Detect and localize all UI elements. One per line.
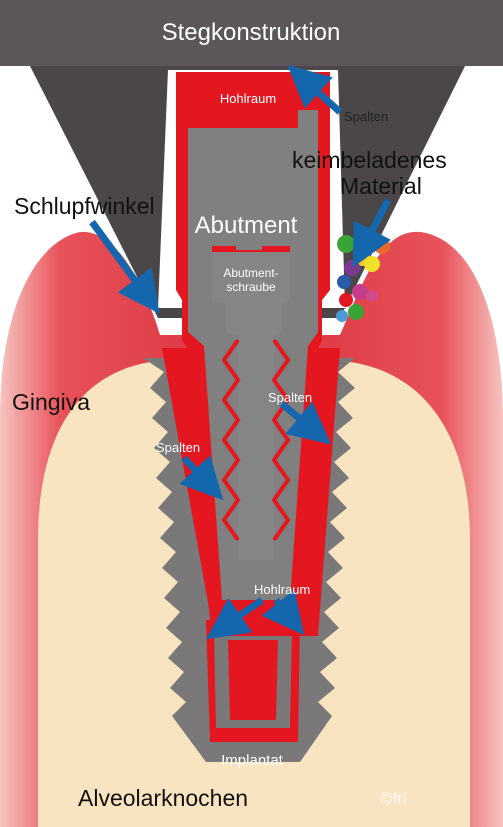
label-spalten-top: Spalten [344,109,388,124]
label-hohlraum-top: Hohlraum [220,91,276,106]
label-implantat: Implantat [221,752,284,769]
label-keim-line2: Material [340,173,422,199]
label-abutment: Abutment [195,212,298,239]
copyright-mark: ©fri [380,789,407,808]
top-bar [0,0,503,66]
screw-hole-inner [228,640,278,720]
label-hohlraum-bottom: Hohlraum [254,582,310,597]
screw-thread-left [221,338,241,542]
arrow-hohlraum-left [205,597,265,640]
label-spalten-left: Spalten [156,440,200,455]
label-alveolarknochen: Alveolarknochen [78,785,248,811]
label-schlupfwinkel: Schlupfwinkel [14,193,155,219]
arrow-spalten-right [279,401,332,445]
arrow-spalten-left [179,455,224,501]
arrow-keim [352,198,392,268]
label-schraube-line2: schraube [226,280,276,294]
abutment-screw [212,248,290,560]
arrows [89,64,392,640]
label-keim-line1: keimbeladenes [292,147,447,173]
label-spalten-right: Spalten [268,390,312,405]
screw-stem [236,232,262,250]
arrow-spalten-top [287,64,343,115]
label-gingiva: Gingiva [12,389,90,415]
arrow-hohlraum-right [261,589,305,636]
arrow-schlupfwinkel [89,219,160,314]
diagram-title: Stegkonstruktion [162,19,341,46]
label-schraube-line1: Abutment- [223,266,278,280]
